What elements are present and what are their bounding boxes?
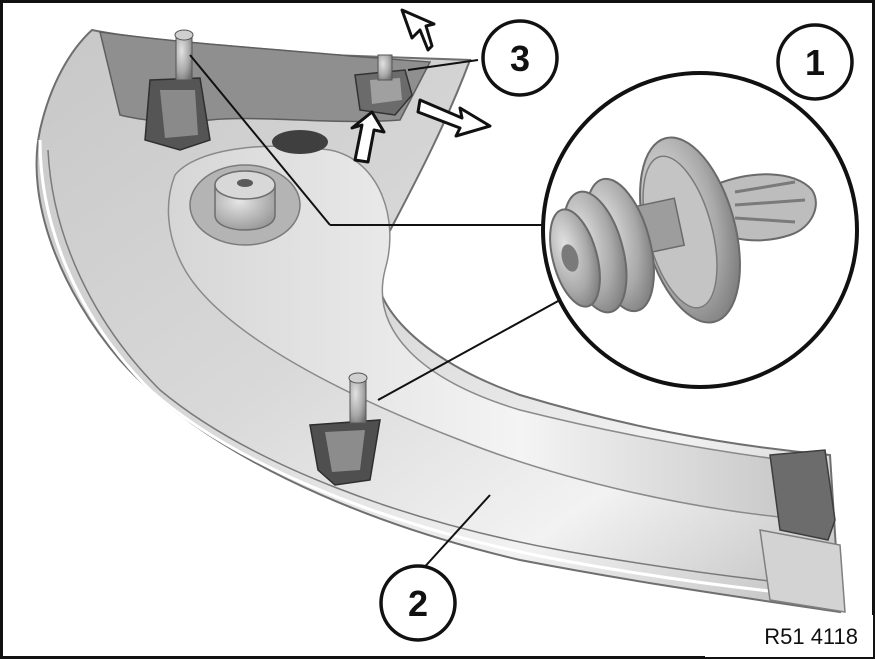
clip-mount-upper-left [144,29,211,151]
direction-arrow-icon [400,8,436,52]
center-boss-hole [237,179,253,187]
leader-line [419,494,491,573]
panel-lower-edge [38,139,841,600]
callout-1: 1 [776,23,854,101]
callout-3-label: 3 [510,38,530,79]
callout-1-label: 1 [805,42,825,83]
callout-2-label: 2 [408,583,428,624]
callout-2: 2 [379,564,457,642]
panel-end-face [759,529,846,613]
callout-3: 3 [481,19,559,97]
panel-end-tab [769,449,836,541]
leader-line [189,54,331,226]
panel-lower-edge-shadow [47,149,839,589]
leader-line [407,59,479,71]
figure-code-box: R51 4118 [705,615,873,657]
panel-opening [272,130,328,154]
figure-code: R51 4118 [764,624,858,649]
panel-inner-ridge [167,145,811,521]
leader-line [377,299,561,401]
detail-inset [541,71,859,389]
clip-mount-upper-right [354,54,413,116]
clip-mount-lower [309,372,381,486]
direction-arrow-icon [350,110,386,164]
direction-arrow-icon [416,98,492,138]
detail-inset-border [541,71,859,389]
plastic-rivet-clip-icon [549,136,817,324]
